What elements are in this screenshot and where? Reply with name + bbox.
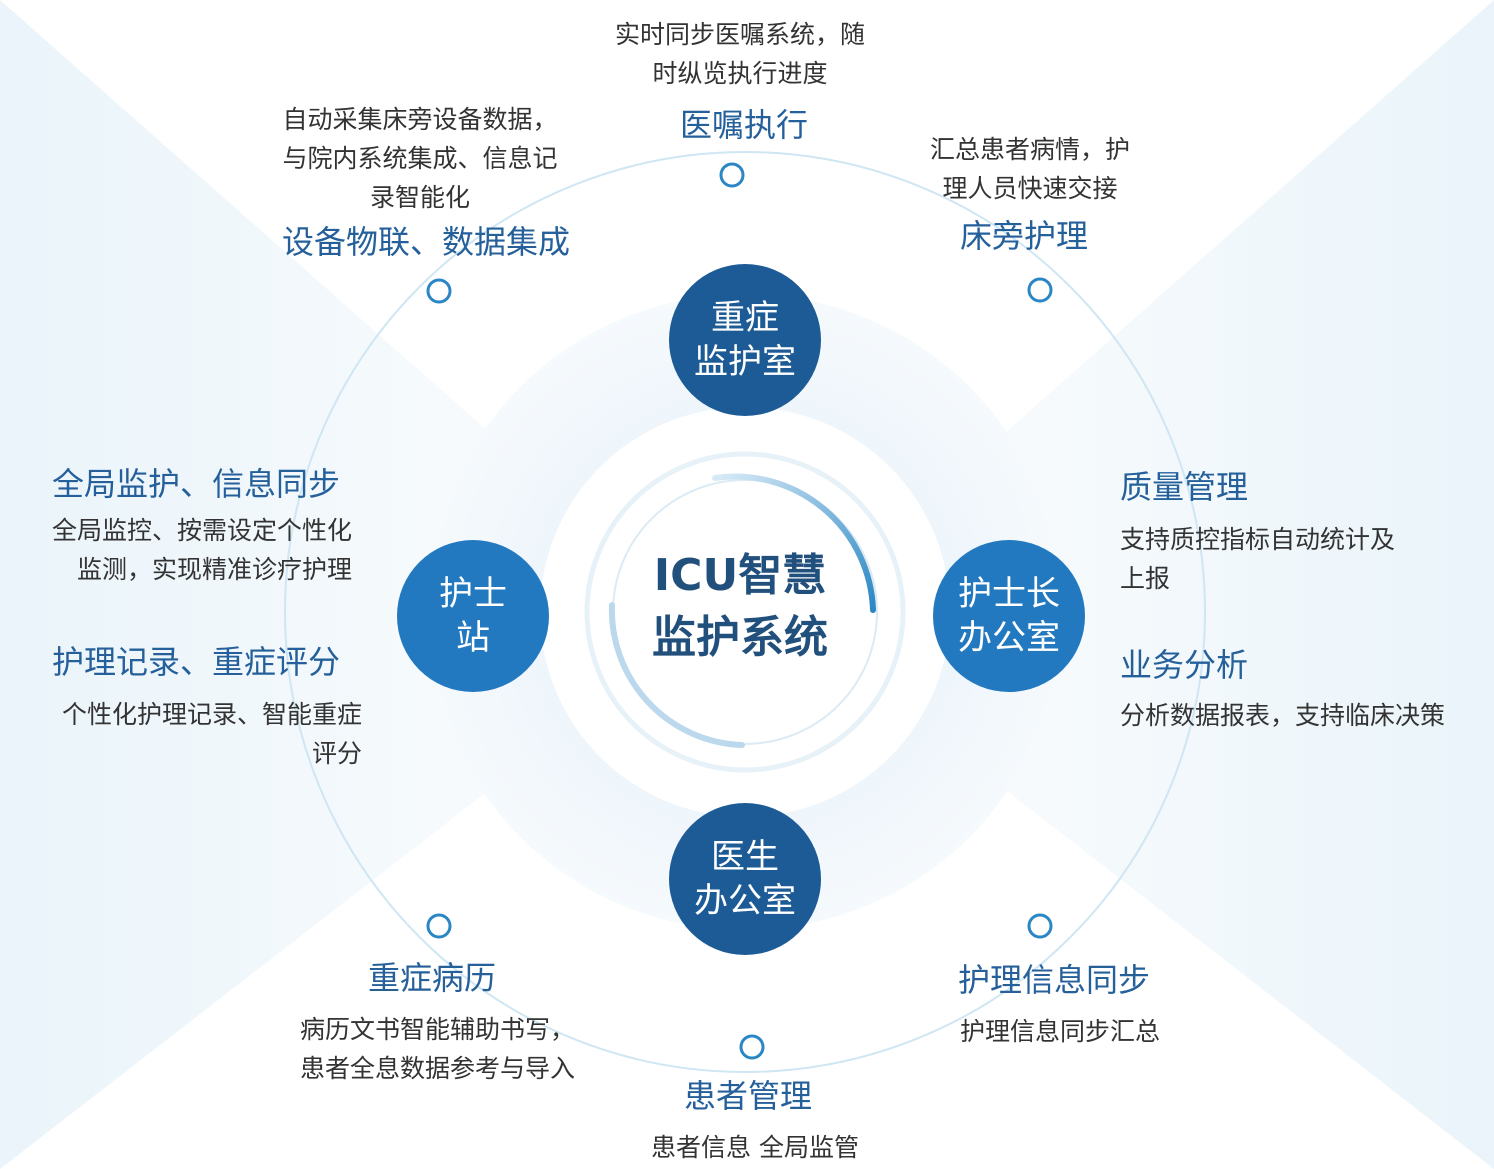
node-icu-ward[interactable]: 重症 监护室 xyxy=(669,264,821,416)
care-record-desc: 个性化护理记录、智能重症 评分 xyxy=(61,700,362,768)
right-wing-shape xyxy=(980,0,1494,1169)
patient-mgmt-desc: 患者信息 全局监管 xyxy=(651,1133,859,1162)
left-wing-shape xyxy=(0,0,515,1169)
quality-mgmt-desc: 支持质控指标自动统计及 上报 xyxy=(1120,525,1396,593)
node-head-nurse-office[interactable]: 护士长 办公室 xyxy=(933,540,1085,692)
orbit-dot-top-right xyxy=(1027,277,1053,303)
global-monitor-desc: 全局监控、按需设定个性化 监测，实现精准诊疗护理 xyxy=(51,516,352,584)
node-nurse-station[interactable]: 护士 站 xyxy=(397,540,549,692)
orbit-dot-bottom xyxy=(739,1034,765,1060)
node-nurse-station-line1: 护士 xyxy=(439,574,507,614)
orbit-dot-top xyxy=(719,162,745,188)
critical-record-desc: 病历文书智能辅助书写， 患者全息数据参考与导入 xyxy=(299,1015,575,1083)
orbit-dot-bottom-left xyxy=(426,913,452,939)
device-iot-desc: 自动采集床旁设备数据， 与院内系统集成、信息记 录智能化 xyxy=(282,105,558,212)
orbit-dot-top-left xyxy=(426,278,452,304)
node-icu-ward-line2: 监护室 xyxy=(694,342,796,382)
patient-mgmt-title: 患者管理 xyxy=(684,1077,813,1115)
orbit-dot-bottom-right xyxy=(1027,913,1053,939)
care-record-title: 护理记录、重症评分 xyxy=(52,643,341,681)
business-analysis-desc: 分析数据报表，支持临床决策 xyxy=(1120,701,1446,730)
node-head-nurse-office-line1: 护士长 xyxy=(958,574,1060,614)
node-doctor-office-line2: 办公室 xyxy=(694,881,796,921)
outer-orbit xyxy=(284,151,1206,1073)
center-ring xyxy=(584,451,906,773)
accent-arc-right xyxy=(712,473,876,613)
node-doctor-office-line1: 医生 xyxy=(711,837,779,877)
center-disc xyxy=(540,407,950,817)
node-icu-ward-line1: 重症 xyxy=(711,298,779,338)
center-title-line1: ICU智慧 xyxy=(653,550,827,601)
care-sync-title: 护理信息同步 xyxy=(958,961,1151,999)
quality-mgmt-title: 质量管理 xyxy=(1120,468,1249,506)
node-nurse-station-line2: 站 xyxy=(456,618,490,658)
center-title-line2: 监护系统 xyxy=(652,612,828,663)
accent-arc-left xyxy=(608,602,745,748)
business-analysis-title: 业务分析 xyxy=(1120,646,1249,684)
critical-record-title: 重症病历 xyxy=(368,959,497,997)
device-iot-title: 设备物联、数据集成 xyxy=(282,223,571,261)
bedside-care-desc: 汇总患者病情，护 理人员快速交接 xyxy=(929,135,1130,203)
global-monitor-title: 全局监护、信息同步 xyxy=(52,465,341,503)
node-doctor-office[interactable]: 医生 办公室 xyxy=(669,803,821,955)
center-title: ICU智慧 监护系统 xyxy=(595,545,885,669)
bedside-care-title: 床旁护理 xyxy=(960,217,1089,255)
order-execution-desc: 实时同步医嘱系统，随 时纵览执行进度 xyxy=(614,20,865,88)
node-head-nurse-office-line2: 办公室 xyxy=(958,618,1060,658)
order-execution-title: 医嘱执行 xyxy=(680,106,809,144)
care-sync-desc: 护理信息同步汇总 xyxy=(960,1017,1161,1046)
